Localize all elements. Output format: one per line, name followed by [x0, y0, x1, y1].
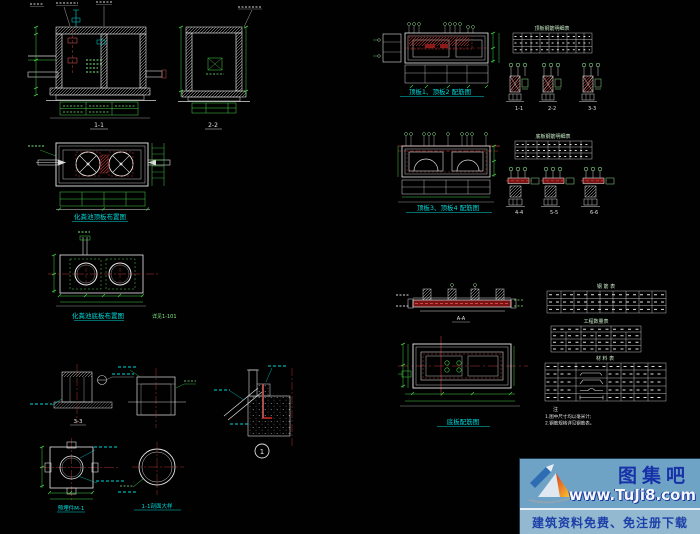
- rebar-table-2: [514, 140, 593, 160]
- detail-pipe-sleeve: 3-3: [30, 364, 134, 426]
- rebar-group-2: 底板钢筋明细表 4-4 5-5 6-6: [505, 133, 615, 216]
- detail-opening: [118, 366, 196, 428]
- watermark-url: www.TuJi8.com: [568, 486, 696, 504]
- watermark-top: 图集吧 www.TuJi8.com: [520, 459, 700, 508]
- drawing-bottom-plan: 化粪池底板布置图 详见1-101: [48, 231, 177, 321]
- data-tables: 钢 筋 表 工程数量表 材 料 表 注 1.图中尺寸均以毫米计; 2.钢筋规格详…: [544, 283, 667, 427]
- plan-left3-caption: 化粪池底板布置图: [72, 311, 124, 320]
- detail-pipe-ring: 1-1剖面大样: [118, 442, 184, 511]
- table2: [550, 325, 642, 353]
- detail-embedded-plate: 预埋件M-1: [39, 438, 126, 513]
- plan-bottom-mid-caption: 底板配筋图: [447, 417, 480, 426]
- table3: [544, 362, 667, 402]
- drawing-tank-sections: 1-1 2-2: [27, 1, 262, 130]
- detail-label: 2-2: [548, 106, 556, 112]
- section-label-1-1: 1-1: [94, 122, 104, 129]
- drawing-bottom-slab-plan: 底板配筋图: [398, 336, 528, 427]
- plan-row2-mid-caption: 顶板3、顶板4 配筋图: [417, 203, 479, 212]
- detail-bubble-number: 1: [260, 448, 264, 456]
- plan-top-mid-caption: 顶板1、顶板2 配筋图: [409, 87, 471, 96]
- table-note-2: 2.钢筋规格详见钢筋表。: [545, 420, 594, 427]
- pipe-ring-caption: 1-1剖面大样: [142, 502, 173, 510]
- plan-left3-note: 详见1-101: [152, 313, 177, 320]
- detail-label: 6-6: [590, 210, 598, 216]
- detail-label: 1-1: [515, 106, 523, 112]
- drawing-top-slab-plan-2: 顶板3、顶板4 配筋图: [397, 132, 500, 213]
- drawing-cover-slab-section: A-A: [396, 283, 524, 323]
- flange-caption: 预埋件M-1: [58, 504, 85, 512]
- watermark: 图集吧 www.TuJi8.com 建筑资料免费、免注册下载: [519, 458, 700, 534]
- rebar-table-1-title: 顶板钢筋明细表: [534, 25, 569, 32]
- table3-title: 材 料 表: [596, 355, 614, 362]
- rebar-table-2-title: 底板钢筋明细表: [535, 133, 570, 140]
- table2-title: 工程数量表: [583, 318, 608, 325]
- table1-title: 钢 筋 表: [597, 283, 615, 290]
- detail-label: 5-5: [550, 210, 558, 216]
- slab-section-caption: A-A: [457, 316, 466, 322]
- detail-label: 3-3: [588, 106, 596, 112]
- table-note-1: 1.图中尺寸均以毫米计;: [545, 413, 591, 420]
- detail-corner-anchor: 1: [214, 365, 293, 459]
- drawing-top-plan-manholes: 化粪池顶板布置图: [28, 142, 171, 222]
- rebar-group-1: 顶板钢筋明细表 1-1 2-2 3-3: [505, 25, 602, 112]
- section-label-2-2: 2-2: [208, 122, 218, 129]
- plan-mid-left-caption: 化粪池顶板布置图: [74, 212, 126, 221]
- detail-label: 4-4: [515, 210, 523, 216]
- watermark-tagline: 建筑资料免费、免注册下载: [520, 508, 700, 534]
- pencil-sail-logo-icon: [528, 464, 574, 504]
- watermark-title: 图集吧: [617, 465, 690, 487]
- drawing-top-slab-plan-1: 顶板1、顶板2 配筋图: [373, 22, 500, 97]
- table-note-head: 注: [553, 406, 558, 413]
- detail-section-label: 3-3: [74, 419, 83, 425]
